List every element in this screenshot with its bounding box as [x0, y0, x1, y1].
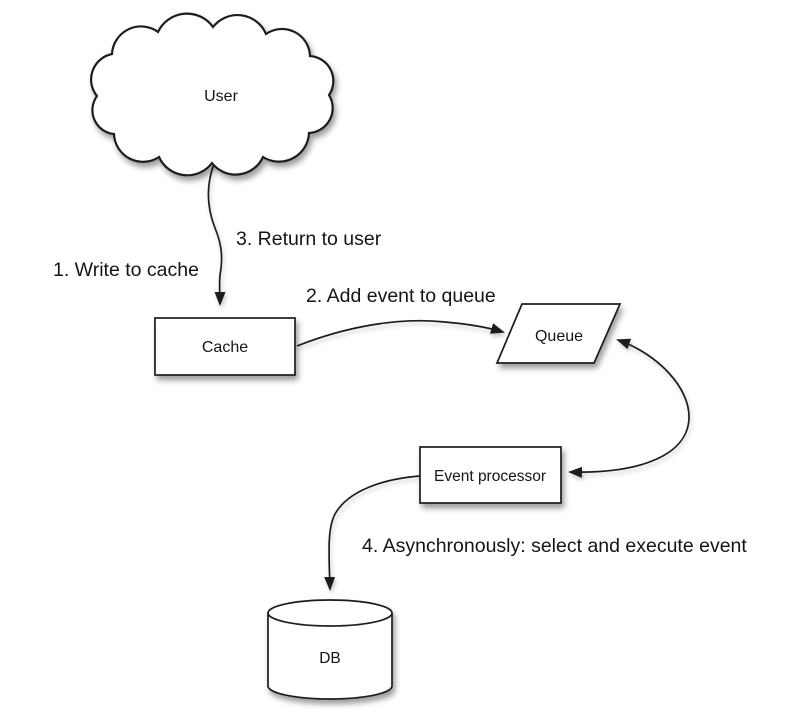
edge-group [207, 163, 690, 591]
event-processor-node-label: Event processor [434, 468, 546, 485]
label-step-3: 3. Return to user [236, 228, 382, 250]
arrow-event-processor-to-db [324, 475, 421, 591]
arrow-user-to-cache [207, 163, 226, 306]
queue-node-label: Queue [535, 328, 583, 345]
user-cloud-node: User [90, 12, 335, 177]
event-processor-node: Event processor [419, 446, 562, 504]
label-step-2: 2. Add event to queue [306, 285, 496, 307]
event-processor-box [419, 446, 562, 504]
user-node-label: User [204, 88, 238, 105]
arrow-cache-to-queue [296, 319, 505, 347]
label-step-1: 1. Write to cache [53, 259, 199, 281]
cloud-shape [90, 12, 335, 177]
label-step-4: 4. Asynchronously: select and execute ev… [362, 535, 747, 557]
db-cylinder-rim [267, 612, 393, 627]
db-node: DB [267, 599, 393, 700]
cache-node-label: Cache [202, 339, 248, 356]
cache-box [154, 317, 296, 376]
db-node-label: DB [319, 650, 341, 667]
annotation-group: 1. Write to cache 2. Add event to queue … [53, 228, 747, 557]
queue-node: Queue [495, 303, 622, 364]
cache-node: Cache [154, 317, 296, 376]
queue-parallelogram [495, 303, 622, 364]
arrow-queue-event-processor [568, 338, 690, 478]
node-group: User Cache Queue Event processor DB [90, 12, 622, 700]
